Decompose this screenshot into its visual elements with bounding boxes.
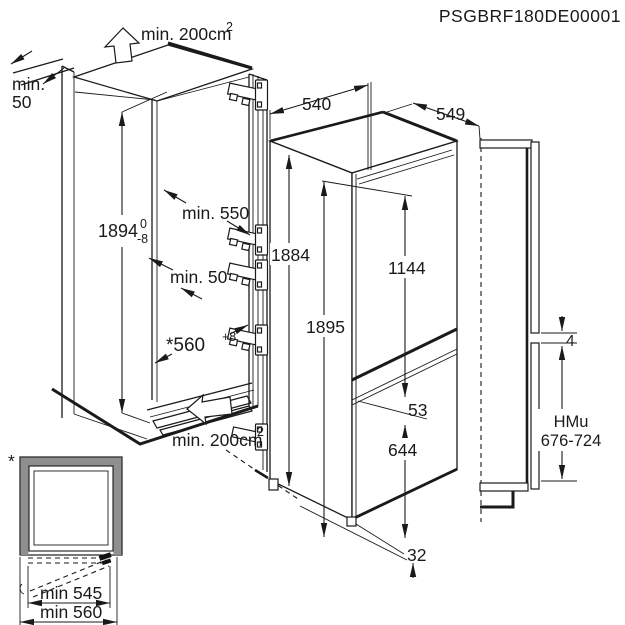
top-clearance-label-line1: min. (12, 74, 45, 94)
inset-inner-width-label: min 545 (40, 583, 102, 603)
lower-panel-height-range: 676-724 (541, 432, 602, 450)
lower-door-label: 644 (388, 440, 417, 460)
appliance-foot (346, 516, 357, 527)
door-height-dimension: 1895 (304, 180, 413, 537)
appliance-depth-dimension: 549 (386, 102, 481, 140)
profile-plinth-step (480, 491, 515, 509)
niche-width-dimension: *560 +8 (154, 324, 249, 364)
lower-panel-height-label: HMu (554, 413, 589, 431)
lower-panel-height-dimension: HMu 676-724 (538, 346, 604, 479)
hinge-gap-label: 53 (408, 400, 427, 420)
niche-height-tolerance-top: 0 (140, 217, 147, 231)
niche-height-dimension: 1894 0 -8 (97, 91, 168, 424)
footnote-marker: * (8, 451, 15, 471)
niche-width-superscript: +8 (222, 330, 236, 344)
profile-top-plate (479, 139, 533, 149)
appliance-height-dimension: 1884 (270, 155, 312, 486)
bottom-gap-label: 32 (407, 545, 426, 565)
appliance-height-label: 1884 (271, 245, 310, 265)
top-clearance-label-line2: 50 (12, 92, 32, 112)
rear-gap-dimension: min. 50 (148, 257, 228, 300)
lower-door-dimension: 644 (386, 425, 427, 538)
hinge-bracket (230, 423, 269, 451)
niche-height-tolerance-bottom: -8 (137, 232, 148, 246)
appliance-width-dimension: 540 (269, 82, 372, 170)
appliance-foot (268, 478, 279, 491)
appliance-unit (267, 110, 459, 527)
top-vent-superscript: 2 (226, 20, 233, 34)
door-panel-gap-label: 4 (566, 333, 575, 350)
profile-bottom-plate (479, 482, 529, 492)
bottom-vent-label: min. 200cm (172, 430, 262, 450)
inset-hinge (98, 552, 112, 561)
inset-hinge (101, 558, 112, 566)
door-height-label: 1895 (306, 317, 345, 337)
airflow-up-arrow-icon (103, 27, 141, 64)
hinge-bracket (226, 79, 269, 111)
niche-wall-band (20, 457, 122, 555)
drawing-title: PSGBRF180DE00001 (439, 6, 621, 26)
top-clearance-annotation: min. 50 (10, 50, 65, 112)
niche-depth-dimension: min. 550 (163, 189, 251, 236)
upper-door-dimension: 1144 (386, 196, 427, 397)
top-vent-annotation: min. 200cm 2 (103, 20, 233, 64)
appliance-width-label: 540 (302, 94, 331, 114)
rear-gap-label: min. 50 (170, 267, 228, 287)
airflow-in-arrow-icon (186, 393, 233, 426)
niche-width-value: *560 (166, 335, 205, 356)
side-profile-view (479, 138, 577, 522)
niche-height-value: 1894 (98, 221, 138, 241)
profile-upper-door-panel (530, 141, 540, 334)
door-swing-arc (19, 583, 25, 595)
niche-top-view-inset: * min 545 min 560 (8, 451, 123, 625)
profile-lower-door-panel (530, 342, 540, 490)
niche-depth-label: min. 550 (182, 203, 249, 223)
top-vent-label: min. 200cm (141, 24, 231, 44)
bottom-vent-superscript: 2 (257, 425, 264, 439)
hinge-bracket (226, 259, 269, 291)
bottom-vent-annotation: min. 200cm 2 (172, 393, 299, 500)
upper-door-label: 1144 (388, 258, 426, 278)
appliance-depth-label: 549 (436, 104, 465, 124)
inset-outer-width-label: min 560 (40, 602, 103, 622)
door-mounting-hinges (226, 79, 269, 451)
hinge-bracket (226, 224, 269, 256)
door-panel-gap-dimension: 4 (558, 316, 575, 350)
hinge-gap-dimension: 53 (357, 400, 427, 420)
bottom-gap-dimension: 32 (299, 505, 426, 578)
